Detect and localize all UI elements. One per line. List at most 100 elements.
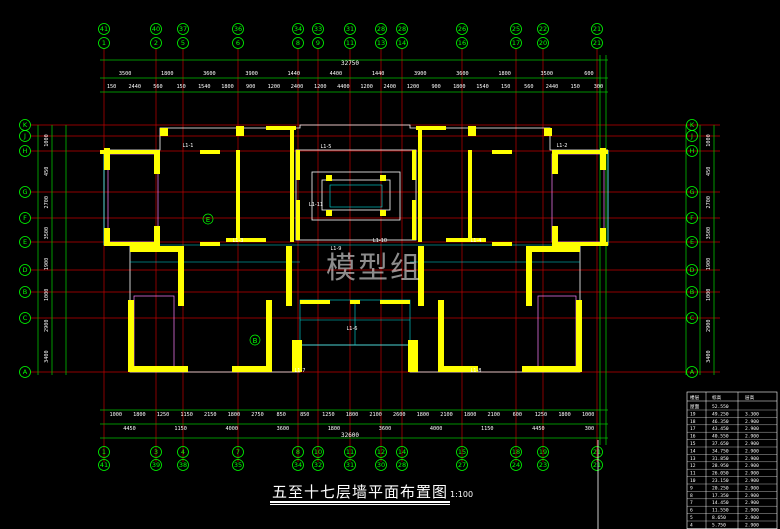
axis-bubble-label: 2 <box>154 39 158 47</box>
table-cell: 7 <box>690 500 693 506</box>
axis-bubble-label: 16 <box>458 39 466 47</box>
dimension-top-2: 2440 <box>546 84 559 90</box>
dimension-bottom-1: 1250 <box>157 412 170 418</box>
dimension-bottom-1: 600 <box>513 412 522 418</box>
room-tag: L1-2 <box>557 143 568 149</box>
dimension-top-2: 150 <box>107 84 116 90</box>
dimension-bottom-1: 1800 <box>558 412 571 418</box>
axis-bubble-right: D <box>686 264 698 276</box>
dimension-bottom-1: 2100 <box>440 412 453 418</box>
dimension-top-1: 1800 <box>498 71 511 77</box>
table-cell: 11 <box>690 471 696 477</box>
dimension-bottom-1: 1000 <box>110 412 123 418</box>
title-underline-thin <box>270 504 450 505</box>
axis-bubble-bottom-upper: 15 <box>456 446 468 458</box>
dimension-top-1: 3500 <box>119 71 132 77</box>
dimension-top-2: 1200 <box>268 84 281 90</box>
dimension-bottom-2: 4000 <box>430 426 443 432</box>
table-cell: 2.900 <box>745 522 759 528</box>
axis-bubble-label: 15 <box>458 448 466 456</box>
axis-bubble-bottom-upper: 18 <box>510 446 522 458</box>
axis-bubble-label: 17 <box>512 39 520 47</box>
dimension-right: 2700 <box>706 196 712 209</box>
axis-bubble-label: 14 <box>398 448 406 456</box>
axis-bubble-label: 11 <box>346 448 354 456</box>
axis-bubble-bottom-lower: 39 <box>150 459 162 471</box>
dimension-left: 3400 <box>44 350 50 363</box>
dimension-top-2: 1800 <box>453 84 466 90</box>
axis-bubble-top-upper: 25 <box>510 23 522 35</box>
axis-bubble-label: 14 <box>398 39 406 47</box>
axis-bubble-bottom-upper: 11 <box>344 446 356 458</box>
table-cell: 2.900 <box>745 471 759 477</box>
drawing-title-text: 五至十七层墙平面布置图 <box>272 483 449 501</box>
axis-bubble-label: 24 <box>512 461 520 469</box>
axis-bubble-left: B <box>19 286 31 298</box>
axis-bubble-top-upper: 31 <box>344 23 356 35</box>
table-cell: 15 <box>690 441 696 447</box>
axis-bubble-label: 28 <box>398 25 406 33</box>
axis-bubble-bottom-lower: 24 <box>510 459 522 471</box>
axis-bubble-left: H <box>19 145 31 157</box>
axis-bubble-label: 21 <box>593 461 601 469</box>
dimension-top-2: 150 <box>176 84 185 90</box>
table-cell: 2.900 <box>745 500 759 506</box>
axis-bubble-label: K <box>23 121 28 129</box>
room-tag: L1-11 <box>309 202 323 208</box>
dimension-top-2: 1800 <box>221 84 234 90</box>
dimension-bottom-1: 1800 <box>346 412 359 418</box>
dimension-top-2: 1200 <box>360 84 373 90</box>
axis-bubble-label: 19 <box>539 448 547 456</box>
axis-bubble-bottom-lower: 38 <box>177 459 189 471</box>
dimension-top-1: 3600 <box>456 71 469 77</box>
title-underline <box>270 501 450 503</box>
axis-bubble-bottom-lower: 41 <box>98 459 110 471</box>
table-cell: 17.350 <box>712 493 729 499</box>
dimension-top-1: 600 <box>584 71 593 77</box>
axis-bubble-label: 22 <box>539 25 547 33</box>
dimension-top-2: 560 <box>524 84 533 90</box>
dimension-right: 3400 <box>706 350 712 363</box>
dimension-top-2: 1200 <box>314 84 327 90</box>
dimension-bottom-1: 1250 <box>322 412 335 418</box>
dimension-bottom-2: 1150 <box>481 426 494 432</box>
axis-bubble-bottom-upper: 8 <box>292 446 304 458</box>
table-cell: 2.900 <box>745 441 759 447</box>
axis-bubble-label: 1 <box>102 448 106 456</box>
table-cell: 19 <box>690 411 696 417</box>
table-cell: 13 <box>690 456 696 462</box>
axis-bubble-label: 9 <box>316 39 320 47</box>
table-cell: 17 <box>690 426 696 432</box>
axis-bubble-bottom-lower: 35 <box>232 459 244 471</box>
table-cell: 2.900 <box>745 448 759 454</box>
axis-bubble-label: 36 <box>234 25 242 33</box>
axis-bubble-bottom-upper: 1 <box>98 446 110 458</box>
axis-bubble-label: H <box>23 147 28 155</box>
axis-bubble-label: 20 <box>539 39 547 47</box>
axis-bubble-bottom-upper: 12 <box>375 446 387 458</box>
axis-bubble-bottom-lower: 23 <box>537 459 549 471</box>
axis-bubble-label: D <box>689 266 694 274</box>
axis-bubble-bottom-lower: 28 <box>396 459 408 471</box>
table-cell: 34.750 <box>712 448 729 454</box>
dimension-left: 3500 <box>44 227 50 240</box>
dimension-bottom-1: 1800 <box>133 412 146 418</box>
axis-bubble-label: G <box>689 188 694 196</box>
axis-bubble-bottom-lower: 31 <box>344 459 356 471</box>
dimension-bottom-2: 3600 <box>379 426 392 432</box>
dimension-bottom-1: 1000 <box>582 412 595 418</box>
table-cell: 16 <box>690 434 696 440</box>
table-header-cell: 层高 <box>745 394 755 401</box>
axis-bubble-label: 21 <box>593 25 601 33</box>
wall-segments <box>100 126 608 372</box>
dimension-right: 2900 <box>706 319 712 332</box>
dimension-top-2: 900 <box>431 84 440 90</box>
dimension-top-1: 3900 <box>245 71 258 77</box>
axis-bubble-label: 28 <box>398 461 406 469</box>
axis-bubble-right: J <box>686 130 698 142</box>
dimension-bottom-2: 3600 <box>277 426 290 432</box>
table-cell: 2.900 <box>745 463 759 469</box>
table-cell: 2.900 <box>745 493 759 499</box>
